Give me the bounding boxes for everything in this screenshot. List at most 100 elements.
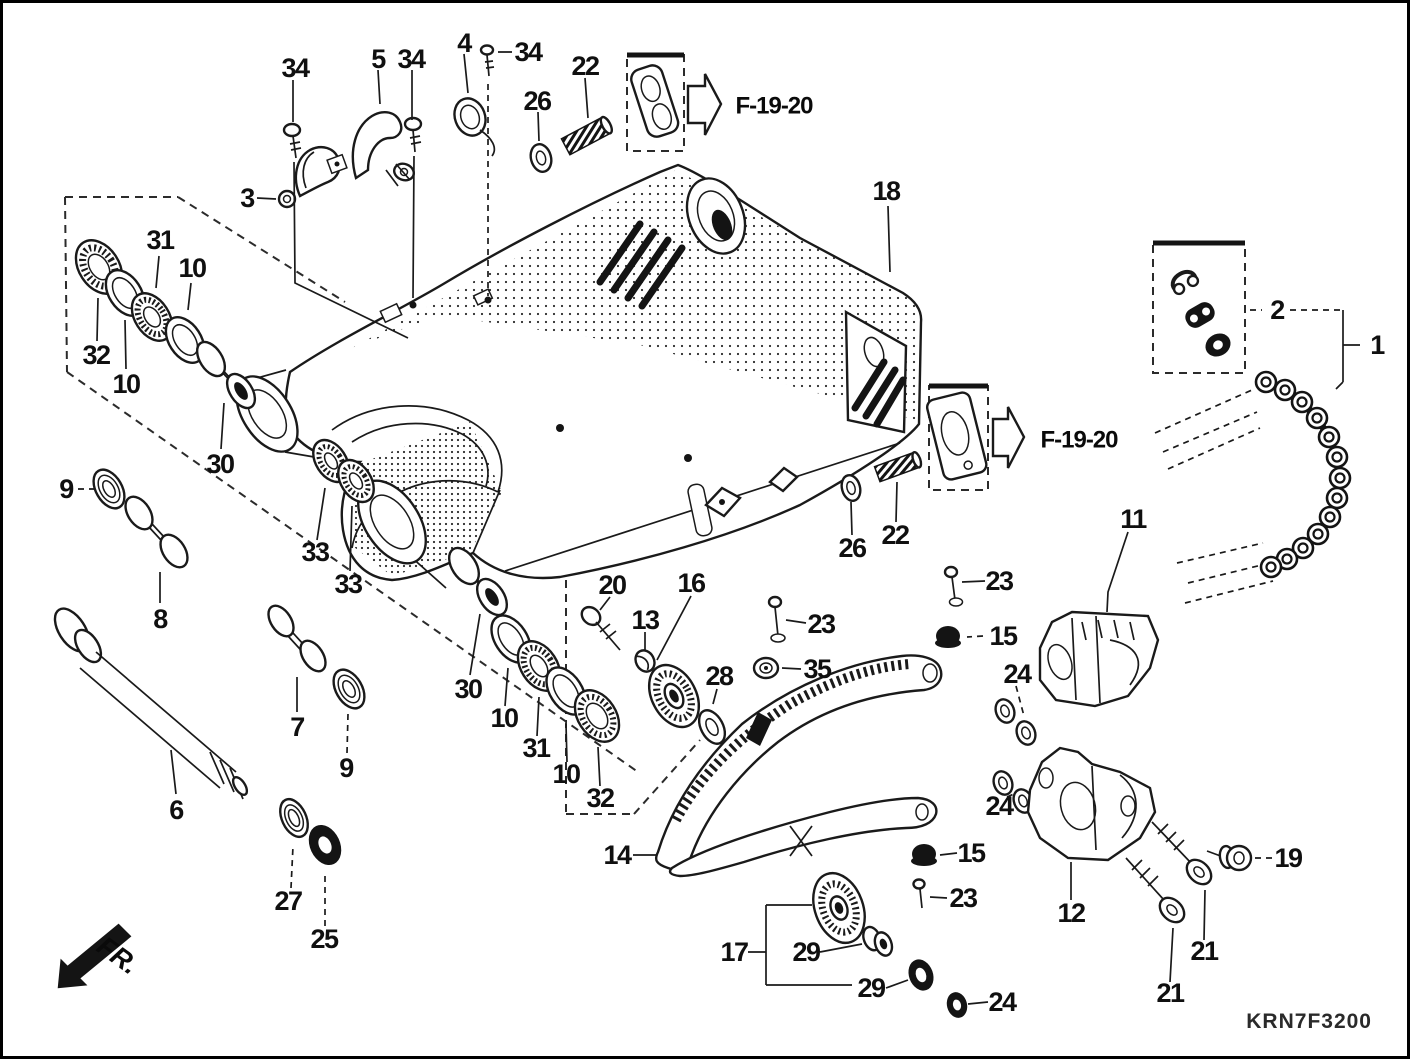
pivot-hardware bbox=[53, 468, 366, 866]
part-19-bolt bbox=[1206, 844, 1253, 872]
part-34-bolt bbox=[403, 116, 423, 153]
part-21-bolt bbox=[1125, 857, 1186, 924]
part-label-15: 15 bbox=[957, 838, 986, 868]
part-label-34: 34 bbox=[397, 44, 426, 74]
part-label-2: 2 bbox=[1270, 295, 1284, 325]
ref-arrow-2 bbox=[991, 406, 1026, 469]
part-label-29: 29 bbox=[792, 937, 821, 967]
top-parts bbox=[277, 44, 614, 209]
part-label-13: 13 bbox=[631, 605, 660, 635]
part-label-15: 15 bbox=[989, 621, 1018, 651]
part-label-16: 16 bbox=[677, 568, 706, 598]
master-link-oring bbox=[1205, 333, 1231, 357]
part-29-collar bbox=[862, 925, 894, 957]
part-1-drive-chain bbox=[1254, 370, 1352, 579]
part-label-22: 22 bbox=[571, 51, 599, 81]
ref-arrow-1 bbox=[686, 73, 723, 136]
ref-callout-box-2 bbox=[925, 383, 1026, 491]
part-26-washer bbox=[529, 143, 553, 173]
part-23-bolt bbox=[943, 565, 964, 607]
part-13-cap bbox=[634, 649, 656, 673]
part-label-32: 32 bbox=[82, 340, 110, 370]
part-label-3: 3 bbox=[240, 183, 255, 213]
part-12-bracket bbox=[1026, 746, 1157, 862]
part-label-23: 23 bbox=[807, 609, 836, 639]
part-label-26: 26 bbox=[523, 86, 552, 116]
ref-callout-label-2: F-19-20 bbox=[1040, 427, 1118, 454]
part-27-washer bbox=[279, 797, 309, 839]
part-label-17: 17 bbox=[720, 937, 748, 967]
part-15-nut bbox=[911, 844, 937, 866]
part-23-bolt bbox=[912, 878, 926, 909]
part-26-washer bbox=[840, 474, 862, 502]
part-label-9: 9 bbox=[339, 753, 354, 783]
master-link-plate bbox=[1185, 302, 1215, 328]
part-label-22: 22 bbox=[881, 520, 909, 550]
part-22-stud bbox=[873, 451, 923, 483]
part-16-roller bbox=[647, 663, 701, 729]
part-label-24: 24 bbox=[988, 987, 1017, 1017]
part-label-31: 31 bbox=[522, 733, 551, 763]
part-label-25: 25 bbox=[310, 924, 339, 954]
part-label-10: 10 bbox=[112, 369, 140, 399]
part-label-31: 31 bbox=[146, 225, 175, 255]
part-label-12: 12 bbox=[1057, 898, 1085, 928]
part-label-24: 24 bbox=[1003, 659, 1032, 689]
part-3-guide bbox=[277, 146, 348, 209]
part-25-nut bbox=[308, 824, 342, 866]
part-30-collar bbox=[195, 340, 257, 410]
part-label-1: 1 bbox=[1370, 330, 1385, 360]
bearing-stack-left bbox=[74, 239, 257, 410]
part-label-34: 34 bbox=[281, 53, 310, 83]
part-6-pivot-bolt bbox=[53, 607, 249, 800]
pivot-boss-left bbox=[235, 369, 321, 459]
part-28-washer bbox=[697, 709, 727, 745]
part-9-cap bbox=[332, 668, 366, 710]
part-24-washers bbox=[992, 698, 1037, 814]
part-15-nut bbox=[935, 626, 961, 648]
part-label-34: 34 bbox=[514, 37, 543, 67]
part-23-bolt bbox=[767, 595, 786, 643]
master-link-box bbox=[1152, 240, 1246, 374]
part-label-32: 32 bbox=[586, 783, 614, 813]
part-24-nut bbox=[946, 992, 968, 1018]
part-label-35: 35 bbox=[803, 654, 832, 684]
part-label-10: 10 bbox=[552, 759, 580, 789]
part-20-bolt bbox=[580, 605, 621, 651]
bearing-stack-right bbox=[447, 546, 621, 743]
part-1-bracket bbox=[1335, 310, 1360, 390]
part-34-bolt bbox=[479, 44, 495, 77]
part-label-24: 24 bbox=[985, 791, 1014, 821]
part-label-23: 23 bbox=[985, 566, 1014, 596]
part-label-10: 10 bbox=[178, 253, 206, 283]
diagram-code: KRN7F3200 bbox=[1246, 1010, 1372, 1033]
ref-callout-box-1 bbox=[626, 52, 723, 152]
part-label-29: 29 bbox=[857, 973, 886, 1003]
leader-lines-solid bbox=[96, 51, 1206, 1005]
part-label-27: 27 bbox=[274, 886, 302, 916]
part-34-bolt bbox=[282, 122, 302, 159]
part-label-19: 19 bbox=[1274, 843, 1303, 873]
part-label-18: 18 bbox=[872, 176, 901, 206]
part-label-33: 33 bbox=[334, 569, 363, 599]
part-label-28: 28 bbox=[705, 661, 734, 691]
part-label-26: 26 bbox=[838, 533, 867, 563]
part-label-23: 23 bbox=[949, 883, 978, 913]
part-33-seal-b bbox=[337, 458, 375, 504]
part-30-collar bbox=[447, 546, 509, 617]
part-label-7: 7 bbox=[290, 712, 304, 742]
part-10-washer bbox=[164, 316, 206, 364]
part-label-30: 30 bbox=[206, 449, 234, 479]
part-label-5: 5 bbox=[371, 44, 386, 74]
vent-slashes bbox=[596, 220, 686, 310]
part-32-seal bbox=[573, 689, 621, 743]
part-label-9: 9 bbox=[59, 474, 74, 504]
part-label-21: 21 bbox=[1156, 978, 1185, 1008]
pivot-boss-right bbox=[357, 479, 447, 589]
part-label-11: 11 bbox=[1120, 504, 1147, 534]
master-link-clip bbox=[1170, 269, 1200, 296]
part-label-33: 33 bbox=[301, 537, 330, 567]
part-11-chain-guide bbox=[1038, 610, 1160, 708]
part-label-10: 10 bbox=[490, 703, 518, 733]
